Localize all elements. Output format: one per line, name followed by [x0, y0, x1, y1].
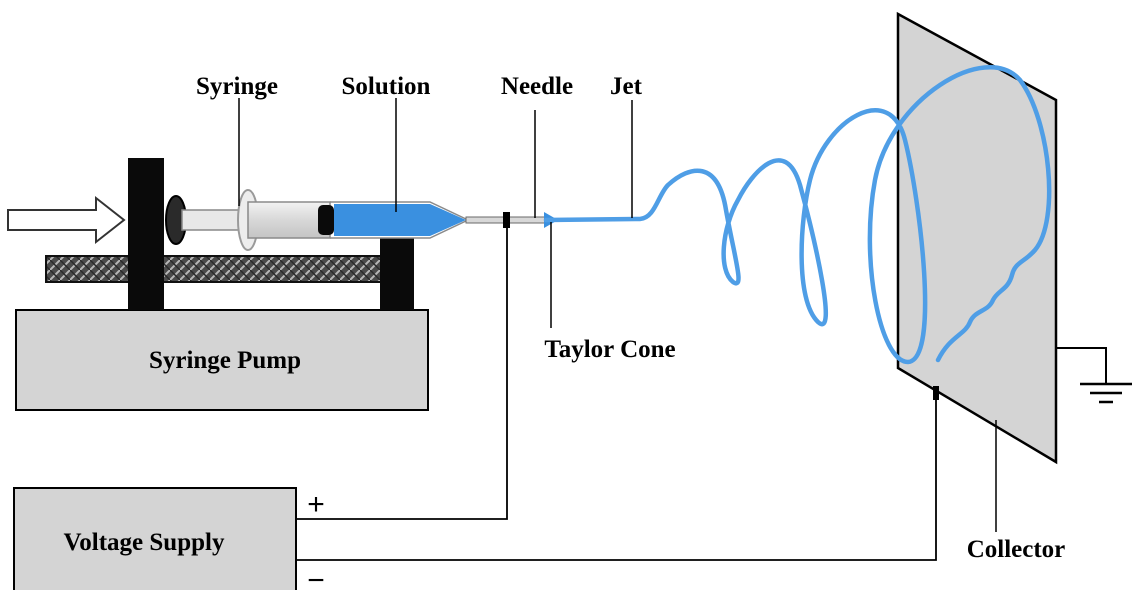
syringe-holder-block	[380, 238, 414, 310]
jet-spiral	[543, 65, 1052, 365]
jet-label: Jet	[610, 73, 643, 100]
ground-icon	[1080, 382, 1132, 404]
positive-terminal-sign: +	[307, 488, 325, 521]
pusher-block	[128, 158, 164, 310]
voltage-supply-box	[13, 487, 297, 590]
collector-contact	[933, 386, 939, 400]
collector-label: Collector	[967, 536, 1066, 563]
taylor-cone-label: Taylor Cone	[544, 336, 675, 363]
negative-terminal-sign: −	[307, 564, 325, 590]
syringe-pump-box	[15, 309, 429, 411]
syringe-barrel	[247, 201, 331, 239]
push-arrow	[7, 195, 126, 245]
needle-clip	[503, 212, 510, 228]
solution-label: Solution	[342, 73, 431, 100]
voltage-supply-label: Voltage Supply	[64, 529, 225, 556]
positive-wire	[296, 226, 508, 520]
solution-fill	[334, 204, 430, 236]
plunger-seal	[318, 205, 334, 235]
ground-wire	[1056, 347, 1107, 384]
lead-screw-rod	[45, 255, 409, 283]
syringe-label: Syringe	[196, 73, 278, 100]
solution-tip	[430, 204, 466, 236]
negative-wire	[296, 390, 937, 561]
syringe-pump-label: Syringe Pump	[149, 347, 301, 374]
needle-label: Needle	[501, 73, 573, 100]
